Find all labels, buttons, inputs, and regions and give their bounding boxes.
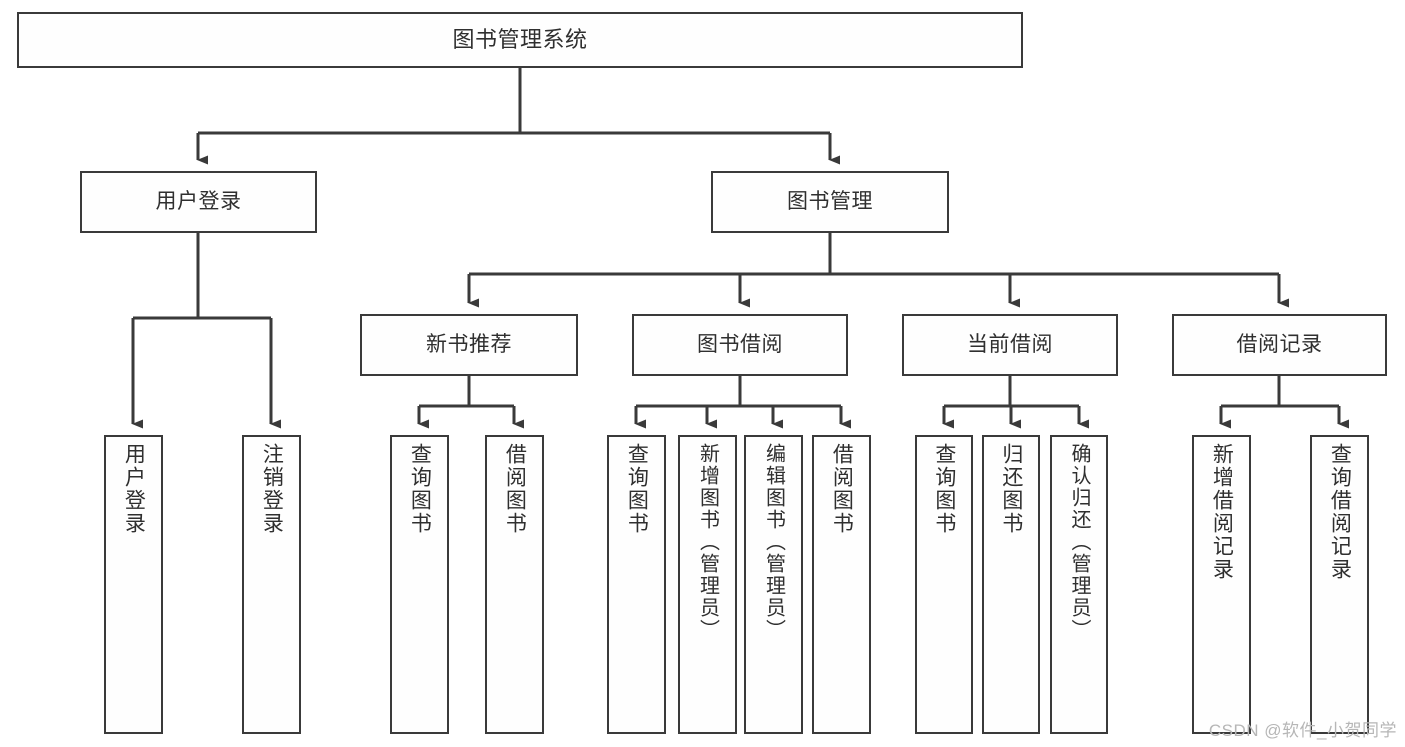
node-label: 查询图书 bbox=[932, 443, 956, 535]
leaf-recommend-query-book[interactable]: 查询图书 bbox=[390, 435, 449, 734]
node-label: 用户登录 bbox=[155, 190, 242, 214]
node-label: 图书管理系统 bbox=[452, 26, 588, 52]
node-label: 查询借阅记录 bbox=[1328, 443, 1352, 581]
node-label: 新书推荐 bbox=[426, 333, 512, 357]
node-label: 借阅记录 bbox=[1236, 333, 1323, 357]
leaf-current-confirm-return-admin[interactable]: 确认归还（管理员） bbox=[1050, 435, 1108, 734]
leaf-recommend-borrow-book[interactable]: 借阅图书 bbox=[485, 435, 544, 734]
node-label: 图书管理 bbox=[787, 190, 873, 214]
leaf-borrow-query-book[interactable]: 查询图书 bbox=[607, 435, 666, 734]
watermark-text: CSDN @软件_小贺同学 bbox=[1208, 721, 1397, 740]
leaf-record-query-record[interactable]: 查询借阅记录 bbox=[1310, 435, 1369, 734]
node-new-book-recommend[interactable]: 新书推荐 bbox=[360, 314, 578, 376]
leaf-record-add-record[interactable]: 新增借阅记录 bbox=[1192, 435, 1251, 734]
node-user-login[interactable]: 用户登录 bbox=[80, 171, 317, 233]
leaf-borrow-edit-book-admin[interactable]: 编辑图书（管理员） bbox=[744, 435, 803, 734]
node-label: 查询图书 bbox=[408, 443, 432, 535]
node-book-management[interactable]: 图书管理 bbox=[711, 171, 949, 233]
node-current-borrow[interactable]: 当前借阅 bbox=[902, 314, 1118, 376]
node-book-borrow[interactable]: 图书借阅 bbox=[632, 314, 848, 376]
node-label: 注销登录 bbox=[260, 443, 284, 535]
leaf-user-login-logout[interactable]: 注销登录 bbox=[242, 435, 301, 734]
leaf-current-return-book[interactable]: 归还图书 bbox=[982, 435, 1040, 734]
node-label: 当前借阅 bbox=[967, 333, 1053, 357]
node-root-system[interactable]: 图书管理系统 bbox=[17, 12, 1023, 68]
node-label: 编辑图书（管理员） bbox=[762, 443, 785, 641]
node-label: 新增借阅记录 bbox=[1210, 443, 1234, 581]
node-label: 图书借阅 bbox=[697, 333, 783, 357]
node-label: 新增图书（管理员） bbox=[696, 443, 719, 641]
node-label: 借阅图书 bbox=[830, 443, 854, 535]
node-label: 归还图书 bbox=[999, 443, 1023, 535]
node-label: 借阅图书 bbox=[503, 443, 527, 535]
node-label: 查询图书 bbox=[625, 443, 649, 535]
node-label: 用户登录 bbox=[122, 443, 146, 535]
node-label: 确认归还（管理员） bbox=[1068, 443, 1090, 641]
leaf-current-query-book[interactable]: 查询图书 bbox=[915, 435, 973, 734]
leaf-user-login-login[interactable]: 用户登录 bbox=[104, 435, 163, 734]
node-borrow-record[interactable]: 借阅记录 bbox=[1172, 314, 1387, 376]
leaf-borrow-borrow-book[interactable]: 借阅图书 bbox=[812, 435, 871, 734]
leaf-borrow-add-book-admin[interactable]: 新增图书（管理员） bbox=[678, 435, 737, 734]
